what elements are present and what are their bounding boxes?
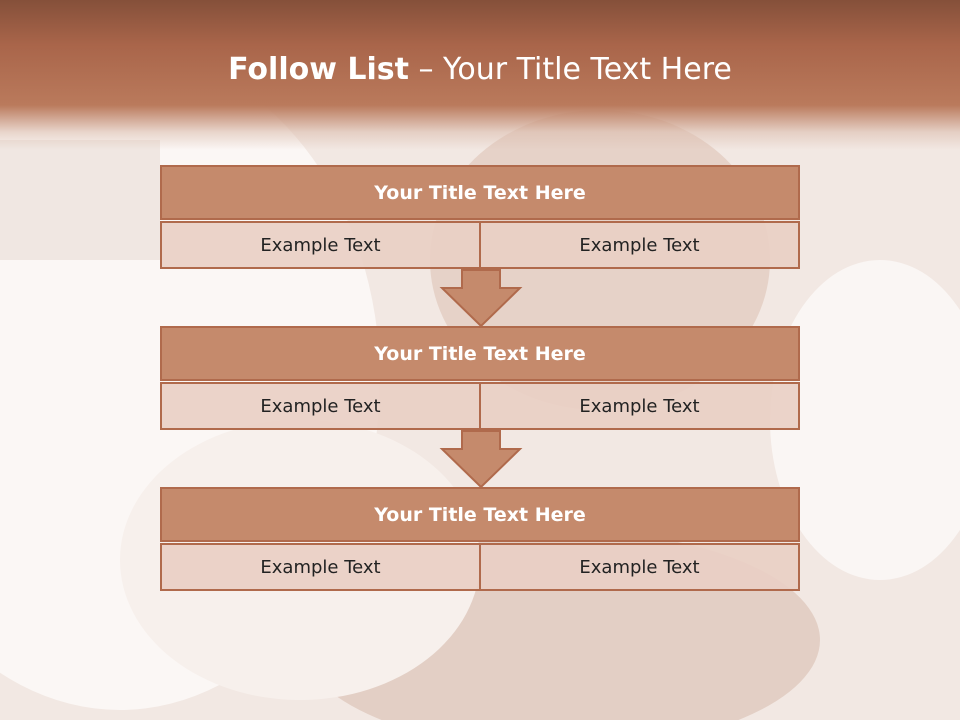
block-title[interactable]: Your Title Text Here <box>160 326 800 381</box>
list-block-1: Your Title Text Here Example Text Exampl… <box>160 165 800 269</box>
slide-title-rest: – Your Title Text Here <box>408 52 732 87</box>
block-cell-left[interactable]: Example Text <box>160 382 481 430</box>
block-row: Example Text Example Text <box>160 221 800 269</box>
block-cell-left[interactable]: Example Text <box>160 221 481 269</box>
slide-title: Follow List – Your Title Text Here <box>0 52 960 102</box>
block-title[interactable]: Your Title Text Here <box>160 487 800 542</box>
block-cell-right[interactable]: Example Text <box>481 543 800 591</box>
list-block-3: Your Title Text Here Example Text Exampl… <box>160 487 800 591</box>
block-row: Example Text Example Text <box>160 543 800 591</box>
block-title[interactable]: Your Title Text Here <box>160 165 800 220</box>
down-arrow-icon <box>439 430 523 489</box>
block-row: Example Text Example Text <box>160 382 800 430</box>
header-band <box>0 0 960 150</box>
list-block-2: Your Title Text Here Example Text Exampl… <box>160 326 800 430</box>
block-cell-right[interactable]: Example Text <box>481 221 800 269</box>
down-arrow-icon <box>439 269 523 328</box>
slide-title-bold: Follow List <box>228 52 409 87</box>
block-cell-right[interactable]: Example Text <box>481 382 800 430</box>
block-cell-left[interactable]: Example Text <box>160 543 481 591</box>
